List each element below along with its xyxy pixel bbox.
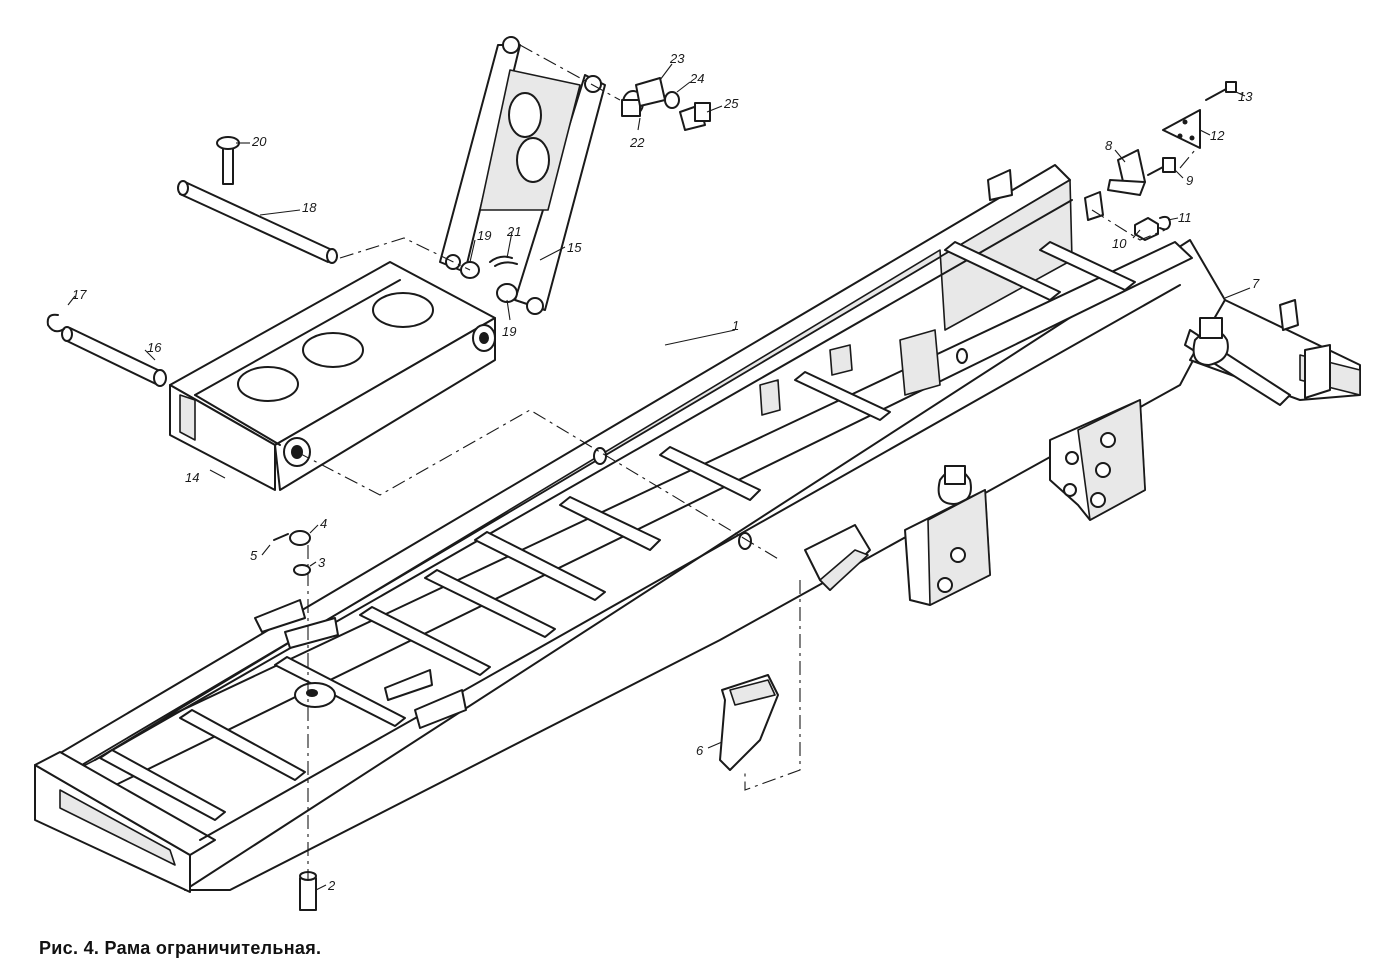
part-14-box xyxy=(169,261,496,491)
label-part-4: 4 xyxy=(320,516,327,531)
label-part-7: 7 xyxy=(1252,276,1260,291)
cross-members xyxy=(99,241,1136,821)
label-part-10: 10 xyxy=(1112,236,1127,251)
main-frame xyxy=(34,164,1361,893)
fasteners xyxy=(46,77,1237,911)
spring-hangers xyxy=(904,399,1146,606)
label-part-20: 20 xyxy=(251,134,267,149)
label-part-14: 14 xyxy=(185,470,199,485)
label-part-3: 3 xyxy=(318,555,326,570)
label-part-22: 22 xyxy=(629,135,645,150)
label-part-19-b: 19 xyxy=(502,324,516,339)
label-part-11: 11 xyxy=(1178,210,1192,225)
label-part-16: 16 xyxy=(147,340,162,355)
label-part-13: 13 xyxy=(1238,89,1253,104)
leader-lines xyxy=(67,63,1251,891)
assembly-lines xyxy=(296,44,1196,880)
label-part-1: 1 xyxy=(732,318,739,333)
label-part-9: 9 xyxy=(1186,173,1193,188)
label-part-2: 2 xyxy=(327,878,336,893)
label-part-6: 6 xyxy=(696,743,704,758)
label-part-8: 8 xyxy=(1105,138,1113,153)
part-15-links xyxy=(439,36,606,315)
figure-caption: Рис. 4. Рама ограничительная. xyxy=(39,938,322,958)
part-number-labels: 1 2 3 4 5 6 7 8 9 10 11 12 13 14 15 16 1… xyxy=(72,51,1260,893)
label-part-12: 12 xyxy=(1210,128,1225,143)
label-part-19-a: 19 xyxy=(477,228,491,243)
label-part-23: 23 xyxy=(669,51,685,66)
label-part-5: 5 xyxy=(250,548,258,563)
label-part-24: 24 xyxy=(689,71,704,86)
label-part-25: 25 xyxy=(723,96,739,111)
label-part-15: 15 xyxy=(567,240,582,255)
label-part-17: 17 xyxy=(72,287,87,302)
label-part-18: 18 xyxy=(302,200,317,215)
label-part-21: 21 xyxy=(506,224,521,239)
